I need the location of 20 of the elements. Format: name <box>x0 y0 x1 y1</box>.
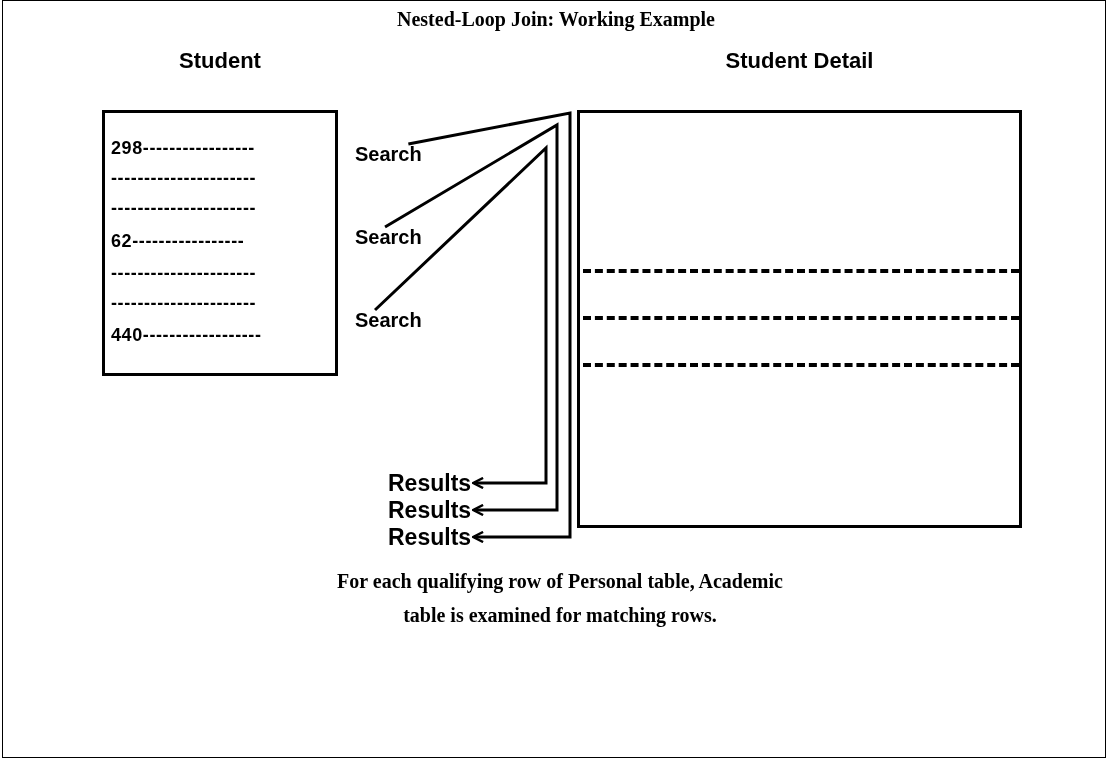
table-row: ---------------------- <box>111 168 257 188</box>
step-label: Search <box>355 142 422 166</box>
table-row: ---------------------- <box>111 293 257 313</box>
arrow <box>384 122 559 517</box>
step-label: Results <box>388 471 472 495</box>
table-title: Student Detail <box>724 48 875 74</box>
arrow <box>374 144 548 490</box>
table-row: 298----------------- <box>111 138 255 158</box>
step-label: Search <box>355 225 422 249</box>
table-title: Student <box>178 48 262 74</box>
caption: For each qualifying row of Personal table, Academic table is examined for matching rows. <box>336 569 784 629</box>
table-row: ---------------------- <box>111 198 257 218</box>
step-label: Results <box>388 525 472 549</box>
diagram-title: Nested-Loop Join: Working Example <box>396 8 716 31</box>
step-label: Search <box>355 308 422 332</box>
table-row: 62----------------- <box>111 231 245 251</box>
table-row: 440------------------ <box>111 325 262 345</box>
arrow <box>408 111 572 544</box>
step-label: Results <box>388 498 472 522</box>
table-row: ---------------------- <box>111 263 257 283</box>
